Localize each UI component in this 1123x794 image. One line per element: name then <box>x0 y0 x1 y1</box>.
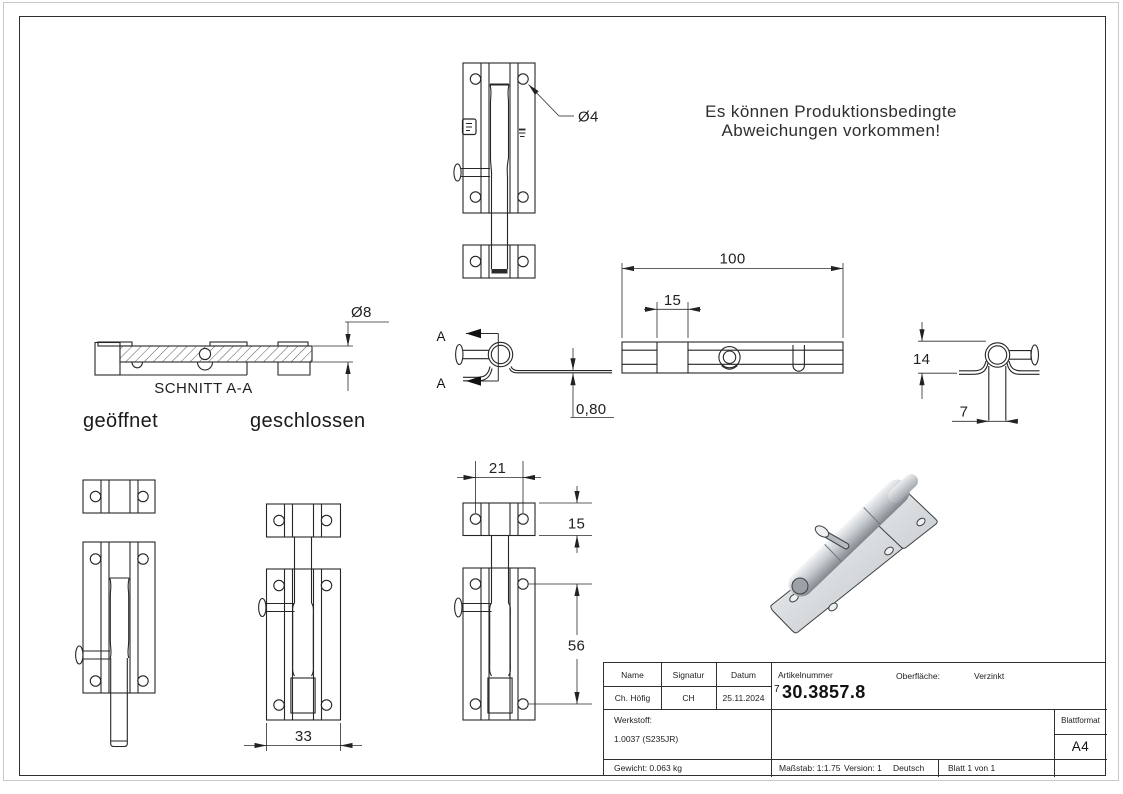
render-3d <box>770 474 938 634</box>
dimension-texts: Ø4 Ø8 100 15 14 7 0,80 21 15 56 33 A A <box>295 109 968 746</box>
tb-massstab: Maßstab: 1:1.75 <box>779 763 841 773</box>
tb-header-signatur: Signatur <box>672 670 705 680</box>
view-front <box>621 341 844 374</box>
view-closed <box>258 503 342 721</box>
tb-divider <box>1054 709 1055 777</box>
tb-header-name: Name <box>621 670 644 680</box>
view-dimensioned <box>454 502 536 721</box>
tb-blattformat-value: A4 <box>1071 739 1090 754</box>
section-arrow-label-top: A <box>436 329 445 344</box>
drawing-frame <box>19 16 1106 776</box>
dim-15-keeper: 15 <box>568 516 585 533</box>
brand-stamp-icon <box>461 118 477 136</box>
view-side-right <box>959 342 1040 421</box>
tb-sprache: Deutsch <box>893 763 925 773</box>
render-hole <box>916 517 926 527</box>
tb-divider <box>1054 734 1107 735</box>
dim-dia8: Ø8 <box>351 304 372 321</box>
tb-blattformat-label: Blattformat <box>1061 716 1100 725</box>
tb-value-datum: 25.11.2024 <box>722 693 765 703</box>
tb-artikelnummer-prefix: 7 <box>774 684 780 695</box>
dim-21: 21 <box>489 460 506 477</box>
view-top <box>453 62 536 279</box>
tb-werkstoff-value: 1.0037 (S235JR) <box>614 734 679 744</box>
view-section <box>94 341 313 376</box>
render-bolt-end <box>888 474 918 503</box>
tb-oberflaeche-label: Oberfläche: <box>896 671 940 681</box>
dim-33: 33 <box>295 728 312 745</box>
production-note-line2: Abweichungen vorkommen! <box>721 120 941 140</box>
production-note-line1: Es können Produktionsbedingte <box>705 102 957 121</box>
tb-artikelnummer-number: 30.3857.8 <box>781 682 866 702</box>
tb-divider <box>604 759 1107 760</box>
dim-100: 100 <box>720 251 746 268</box>
dimension-lines <box>244 84 1018 751</box>
render-hole <box>884 546 894 556</box>
render-bolt-cylinder <box>788 479 910 597</box>
page-edge-border <box>3 2 1119 781</box>
view-side-aa <box>455 341 612 382</box>
dim-14: 14 <box>913 351 930 368</box>
tb-divider <box>604 709 1107 710</box>
view-open <box>75 479 156 748</box>
tb-werkstoff-label: Werkstoff: <box>614 715 652 725</box>
tb-artikelnummer-label: Artikelnummer <box>778 670 833 680</box>
tb-version: Version: 1 <box>844 763 882 773</box>
tb-gewicht: Gewicht: 0.063 kg <box>614 763 683 773</box>
render-tube-opening <box>791 577 809 595</box>
title-block: Name Signatur Datum Ch. Höfig CH 25.11.2… <box>603 662 1107 777</box>
linework <box>75 62 1040 748</box>
render-knob <box>814 525 830 538</box>
production-note: Es können Produktionsbedingte Abweichung… <box>659 102 1003 140</box>
view-label-closed: geschlossen <box>250 410 366 432</box>
section-label: SCHNITT A-A <box>154 380 253 397</box>
section-arrow-label-bottom: A <box>436 376 445 391</box>
render-hole <box>828 602 838 612</box>
dim-dia4: Ø4 <box>578 109 599 126</box>
tb-value-signatur: CH <box>682 693 695 703</box>
tb-divider <box>938 759 939 777</box>
tb-value-name: Ch. Höfig <box>614 693 651 703</box>
dim-080: 0,80 <box>576 401 606 418</box>
tb-header-datum: Datum <box>730 670 757 680</box>
tb-divider <box>604 686 771 687</box>
tb-oberflaeche-value: Verzinkt <box>974 671 1005 681</box>
view-label-open: geöffnet <box>83 410 159 432</box>
tb-divider <box>771 663 772 777</box>
dim-15-neck: 15 <box>664 292 681 309</box>
dim-56: 56 <box>568 638 585 655</box>
dim-7: 7 <box>960 404 969 421</box>
tb-blatt: Blatt 1 von 1 <box>948 763 996 773</box>
